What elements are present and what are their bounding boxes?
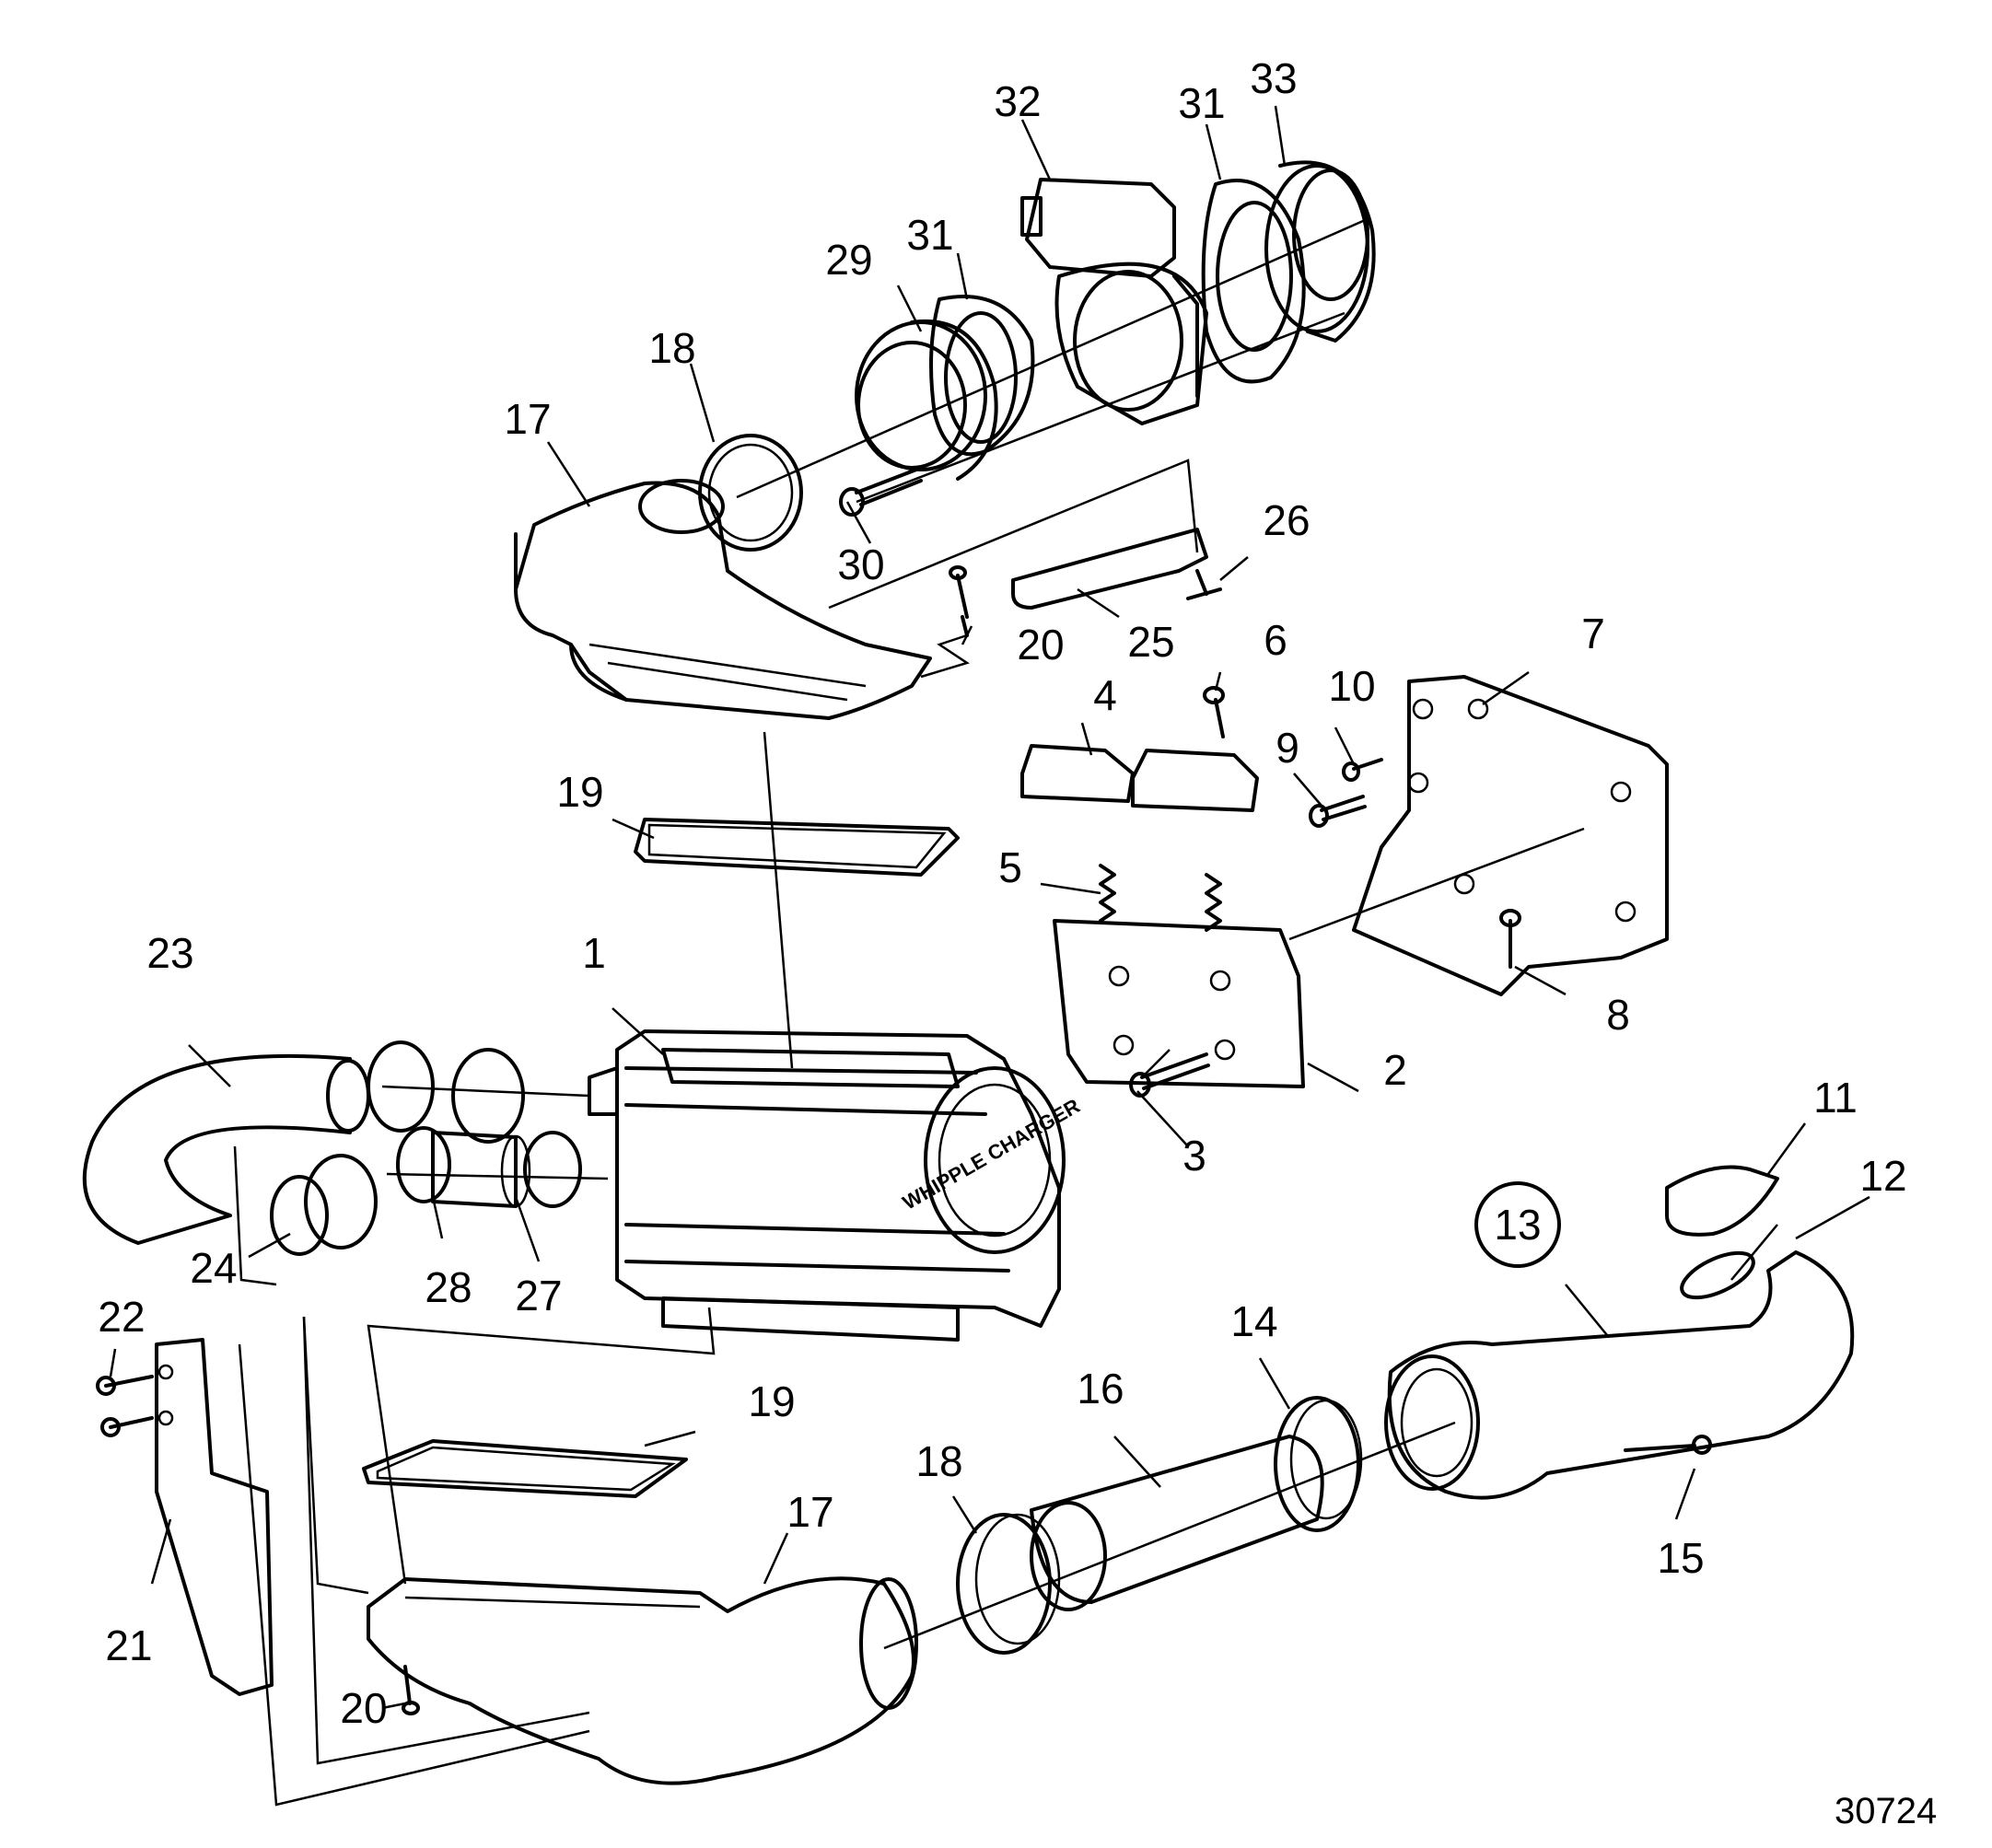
- mounting-plate-7: [1352, 675, 1669, 996]
- callout-5: 5: [998, 843, 1022, 891]
- clamp-28: [396, 1126, 451, 1203]
- callout-11: 11: [1813, 1074, 1858, 1122]
- callout-17-upper: 17: [504, 395, 552, 443]
- gasket-19-upper: [634, 818, 960, 877]
- callout-18-upper: 18: [648, 324, 696, 372]
- callout-31-right: 31: [1178, 79, 1226, 127]
- supercharger-1: [588, 1029, 1066, 1342]
- intake-tube-13: [1384, 1250, 1855, 1500]
- callout-21: 21: [105, 1621, 153, 1669]
- callout-26: 26: [1263, 496, 1311, 544]
- callout-3: 3: [1182, 1132, 1206, 1180]
- callout-2: 2: [1383, 1046, 1407, 1094]
- bolt-20-lower: [402, 1665, 420, 1715]
- clamp-24-a: [270, 1175, 329, 1256]
- callout-6: 6: [1264, 616, 1287, 664]
- bolt-10: [1342, 758, 1383, 782]
- callout-13: 13: [1494, 1201, 1542, 1249]
- bolt-15: [1624, 1435, 1712, 1455]
- callout-9: 9: [1276, 724, 1299, 772]
- callout-circle-13: [1474, 1181, 1561, 1268]
- bolt-22-a: [96, 1375, 154, 1396]
- block-4-right: [1131, 749, 1259, 812]
- bolt-8: [1499, 909, 1521, 969]
- callout-20-lower: 20: [340, 1684, 388, 1732]
- callout-25: 25: [1127, 618, 1175, 666]
- tube-27: [431, 1131, 531, 1208]
- callout-19-upper: 19: [556, 768, 604, 816]
- callout-28: 28: [425, 1263, 472, 1311]
- bracket-21: [155, 1338, 274, 1696]
- adapter-29: [855, 319, 998, 481]
- callout-10: 10: [1328, 662, 1376, 710]
- callout-20-upper: 20: [1017, 621, 1065, 668]
- callout-23: 23: [146, 929, 194, 977]
- callout-27: 27: [515, 1272, 563, 1319]
- spring-5-left: [1099, 864, 1116, 923]
- bolt-20-upper: [949, 565, 969, 637]
- callout-29: 29: [825, 236, 873, 284]
- callout-15: 15: [1657, 1534, 1705, 1582]
- callout-16: 16: [1077, 1365, 1124, 1412]
- o-ring-12: [1680, 1250, 1755, 1300]
- inlet-elbow-17-lower: [367, 1576, 918, 1785]
- callout-1: 1: [582, 929, 606, 977]
- gasket-31-left: [929, 295, 1035, 457]
- callout-18-lower: 18: [915, 1437, 963, 1485]
- drawing-number: 30724: [1835, 1791, 1938, 1831]
- plate-2: [1053, 919, 1305, 1088]
- clamp-24-b: [304, 1154, 378, 1249]
- callout-33: 33: [1250, 54, 1298, 102]
- callout-19-lower: 19: [748, 1377, 796, 1425]
- callout-32: 32: [994, 77, 1042, 125]
- callout-4: 4: [1093, 671, 1117, 719]
- block-4-left: [1020, 744, 1135, 803]
- assembly-lines: [233, 219, 1778, 1807]
- adapter-33: [1264, 160, 1376, 343]
- spring-5-right: [1205, 873, 1222, 932]
- gasket-31-right: [1201, 179, 1306, 384]
- tube-16: [1030, 1435, 1324, 1611]
- callout-31-left: 31: [906, 211, 954, 259]
- callout-14: 14: [1230, 1297, 1278, 1345]
- callout-24: 24: [190, 1244, 238, 1292]
- leader-lines: [109, 105, 1870, 1710]
- callout-30: 30: [837, 540, 885, 588]
- callout-17-lower: 17: [786, 1488, 834, 1536]
- bolt-3: [1129, 1052, 1210, 1098]
- callout-22: 22: [98, 1293, 146, 1341]
- callout-12: 12: [1859, 1152, 1907, 1200]
- callout-8: 8: [1606, 991, 1630, 1039]
- o-ring-18-lower: [956, 1513, 1061, 1655]
- bolt-26: [1186, 569, 1222, 600]
- screw-30: [839, 468, 923, 517]
- callout-7: 7: [1581, 610, 1605, 657]
- bolt-6: [1203, 686, 1225, 738]
- clamp-23-a: [367, 1040, 435, 1133]
- bolt-9: [1309, 795, 1367, 828]
- inlet-elbow-17-upper: [514, 479, 932, 720]
- clamp-27: [523, 1131, 582, 1208]
- clamp-23-b: [451, 1048, 525, 1144]
- gasket-19-lower: [362, 1439, 688, 1498]
- bolt-22-b: [100, 1416, 154, 1437]
- clamp-11: [1665, 1165, 1779, 1237]
- bracket-25: [1011, 528, 1208, 610]
